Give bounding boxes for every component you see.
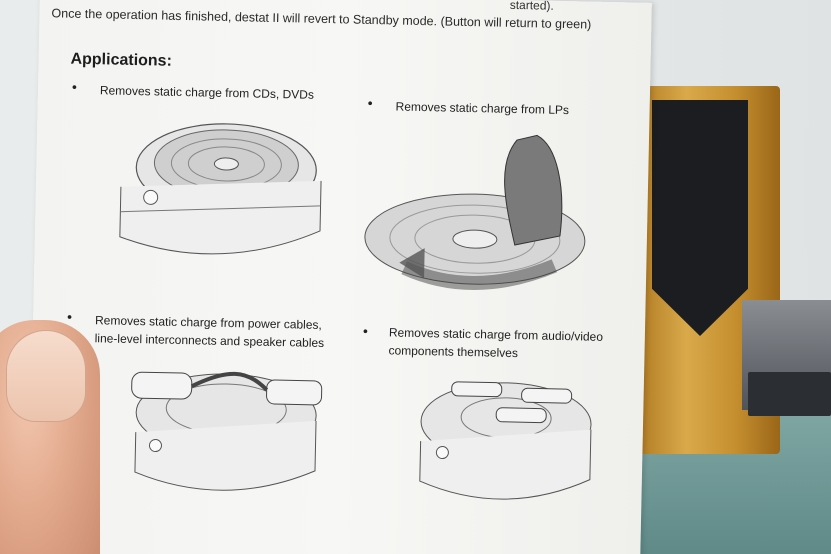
lp-record-illustration bbox=[364, 134, 586, 290]
caption-lps: Removes static charge from LPs bbox=[395, 99, 570, 118]
destat-disc-illustration bbox=[119, 123, 322, 255]
page-heading: Applications: bbox=[70, 50, 173, 70]
bullet-2: • bbox=[367, 94, 373, 111]
destat-cable-illustration bbox=[131, 371, 323, 491]
bullet-4: • bbox=[362, 322, 369, 339]
top-line-tail: started). bbox=[509, 0, 554, 13]
loudspeaker-grille bbox=[652, 100, 748, 336]
bullet-3: • bbox=[66, 308, 73, 325]
caption-components: Removes static charge from audio/video c… bbox=[388, 323, 603, 363]
bullet-1: • bbox=[71, 78, 78, 95]
thumbnail-nail bbox=[6, 330, 86, 422]
manual-page: Once the operation has finished, destat … bbox=[28, 0, 652, 554]
shelf-device bbox=[748, 372, 831, 416]
caption-cables-line2: line-level interconnects and speaker cab… bbox=[94, 331, 325, 351]
destat-av-illustration bbox=[419, 381, 592, 500]
caption-cds: Removes static charge from CDs, DVDs bbox=[99, 83, 315, 102]
caption-cables: Removes static charge from power cables,… bbox=[95, 311, 325, 352]
